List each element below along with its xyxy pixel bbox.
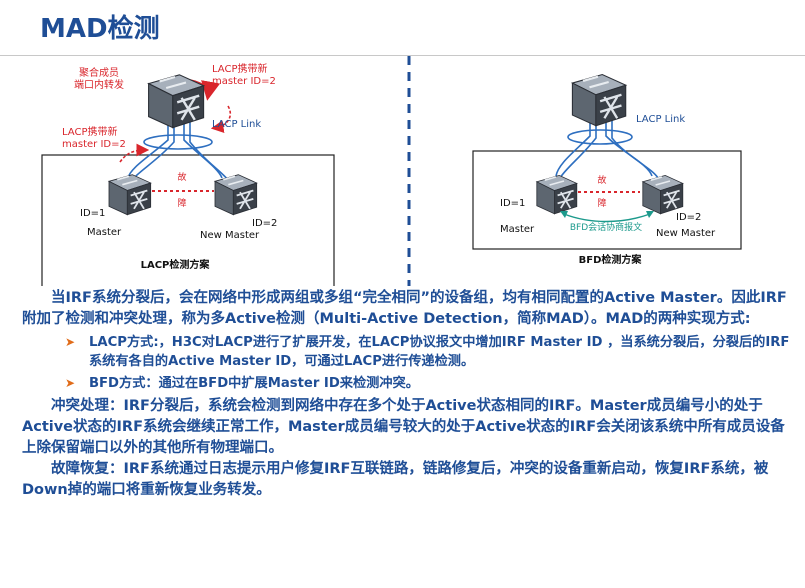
center-divider <box>407 56 411 286</box>
list-item: ➤ LACP方式:，H3C对LACP进行了扩展开发，在LACP协议报文中增加IRF… <box>65 333 794 371</box>
top-switch-icon <box>147 73 205 129</box>
cable <box>611 120 659 179</box>
irf-box <box>472 150 742 250</box>
master-switch-icon <box>108 173 152 216</box>
lacp-link-ellipse <box>567 129 633 145</box>
diagram-caption: BFD检测方案 <box>579 253 643 266</box>
bfd-diagram: LACP Link 故 障 ID=1 ID=2 Master New Maste… <box>472 73 742 266</box>
bullet-list: ➤ LACP方式:，H3C对LACP进行了扩展开发，在LACP协议报文中增加IRF… <box>65 333 794 393</box>
role-label: New Master <box>656 228 716 239</box>
annotation-text: master ID=2 <box>62 139 126 150</box>
cable <box>555 120 591 177</box>
lacp-diagram: 聚合成员 端口内转发 LACP携带新 master ID=2 LACP携带新 m… <box>41 62 335 286</box>
irf-box <box>41 154 335 286</box>
lacp-link-label: LACP Link <box>636 114 685 125</box>
top-switch-icon <box>571 73 627 127</box>
master-switch-icon <box>535 174 578 215</box>
recovery-paragraph: 故障恢复：IRF系统通过日志提示用户修复IRF互联链路，链路修复后，冲突的设备重… <box>22 461 769 498</box>
cable <box>127 122 169 179</box>
role-label: Master <box>500 224 535 235</box>
annotation-text: LACP携带新 <box>62 125 117 138</box>
list-item: ➤ BFD方式：通过在BFD中扩展Master ID来检测冲突。 <box>65 374 794 393</box>
cable <box>189 122 229 181</box>
conflict-paragraph: 冲突处理：IRF分裂后，系统会检测到网络中存在多个处于Active状态相同的IR… <box>22 398 785 456</box>
bullet-text: BFD方式：通过在BFD中扩展Master ID来检测冲突。 <box>89 376 419 391</box>
page-title: MAD检测 <box>40 14 160 44</box>
annotation-text: LACP携带新 <box>212 62 267 75</box>
fault-label: 障 <box>597 197 606 209</box>
diagram-caption: LACP检测方案 <box>141 258 211 271</box>
cable <box>559 120 597 179</box>
fault-label: 故 <box>177 171 186 183</box>
annotation-text: master ID=2 <box>212 76 276 87</box>
lacp-link-ellipse <box>143 134 213 150</box>
id-label: ID=1 <box>80 208 105 219</box>
id-label: ID=1 <box>500 198 525 209</box>
annotation-text: 端口内转发 <box>74 78 124 91</box>
cable <box>605 120 653 177</box>
lacp-arrow <box>210 105 232 133</box>
intro-paragraph: 当IRF系统分裂后，会在网络中形成两组或多组“完全相同”的设备组，均有相同配置的… <box>22 290 787 327</box>
arrowhead-right-icon: ➤ <box>65 335 76 349</box>
role-label: New Master <box>200 230 260 241</box>
fault-label: 故 <box>597 174 606 186</box>
annotation-text: 聚合成员 <box>79 66 119 79</box>
header-rule <box>0 55 805 56</box>
diagram-area: 聚合成员 端口内转发 LACP携带新 master ID=2 LACP携带新 m… <box>41 62 742 286</box>
lacp-arrow <box>119 143 150 163</box>
id-label: ID=2 <box>676 212 701 223</box>
fault-label: 障 <box>177 197 186 209</box>
bullet-text: LACP方式:，H3C对LACP进行了扩展开发，在LACP协议报文中增加IRF … <box>89 335 790 369</box>
role-label: Master <box>87 227 122 238</box>
lacp-link-label: LACP Link <box>212 119 261 130</box>
bfd-session-arrow <box>563 213 651 223</box>
arrowhead-right-icon: ➤ <box>65 376 76 390</box>
bfd-label: BFD会话协商报文 <box>570 221 642 233</box>
body-text: 当IRF系统分裂后，会在网络中形成两组或多组“完全相同”的设备组，均有相同配置的… <box>22 288 794 501</box>
new-master-switch-icon <box>641 174 684 215</box>
new-master-switch-icon <box>214 173 258 216</box>
id-label: ID=2 <box>252 218 277 229</box>
